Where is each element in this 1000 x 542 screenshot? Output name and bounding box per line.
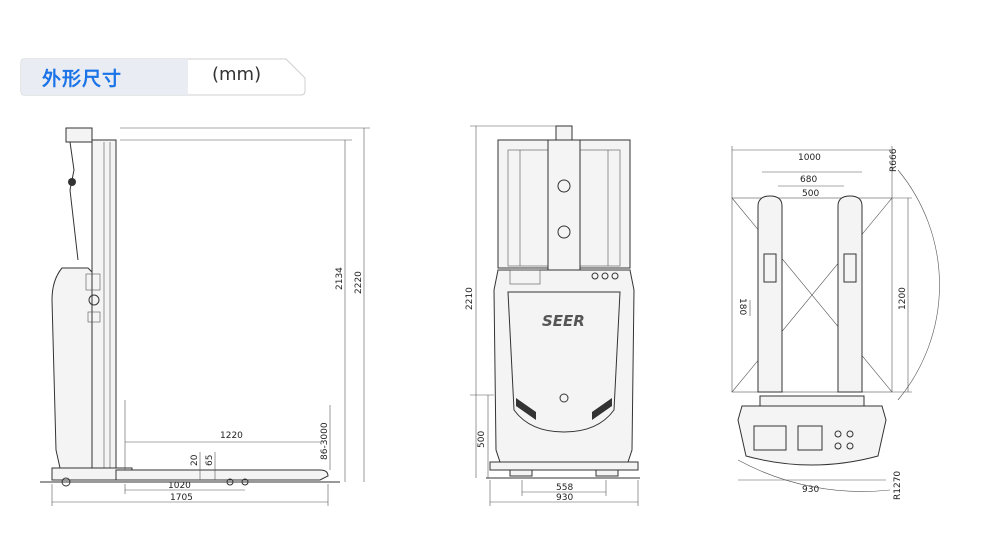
front-logo: SEER [542, 312, 585, 330]
dim-front-fork-span: 558 [556, 483, 573, 493]
top-fork-right [837, 195, 863, 393]
dim-top-r1270: R1270 [893, 471, 903, 500]
dim-inner-length: 1020 [168, 481, 191, 491]
dim-lift-range: 86-3000 [320, 422, 330, 460]
dim-fork-thickness: 20 [190, 454, 200, 466]
dim-front-width: 930 [556, 493, 573, 503]
dim-top-500: 500 [802, 189, 819, 199]
dim-fork-length: 1220 [220, 431, 243, 441]
top-body [737, 405, 887, 466]
dim-top-180: 180 [737, 298, 747, 315]
dim-top-930: 930 [802, 485, 819, 495]
dim-total-length: 1705 [170, 493, 193, 503]
mast-cap [65, 127, 93, 143]
dim-mast-height: 2134 [335, 267, 345, 290]
dim-top-r666: R666 [889, 148, 899, 172]
front-body [493, 269, 635, 463]
header-tab-shape [20, 58, 306, 96]
tiller-handle [69, 141, 79, 261]
dim-top-1000: 1000 [798, 153, 821, 163]
pallet-outline [731, 197, 893, 393]
header-title: 外形尺寸 [42, 68, 123, 90]
header-unit: (mm) [212, 64, 262, 85]
dim-top-680: 680 [800, 175, 817, 185]
top-view: 1000 680 500 R666 180 1200 930 R1270 [731, 146, 940, 500]
fork [115, 469, 329, 481]
top-fork-left [757, 195, 783, 393]
dim-top-1200: 1200 [898, 287, 908, 310]
front-carriage [547, 139, 581, 271]
section-header: 外形尺寸 (mm) [20, 58, 306, 96]
front-view: SEER 2210 500 558 930 [465, 125, 640, 506]
dim-front-body-height: 500 [477, 431, 487, 448]
front-base [489, 461, 639, 471]
side-view: 2134 2220 86-3000 1220 20 65 1020 1705 [40, 127, 370, 506]
dim-front-height: 2210 [465, 287, 475, 310]
dim-total-height: 2220 [354, 271, 364, 294]
dim-fork-height: 65 [205, 455, 215, 466]
chassis-body [51, 267, 93, 469]
